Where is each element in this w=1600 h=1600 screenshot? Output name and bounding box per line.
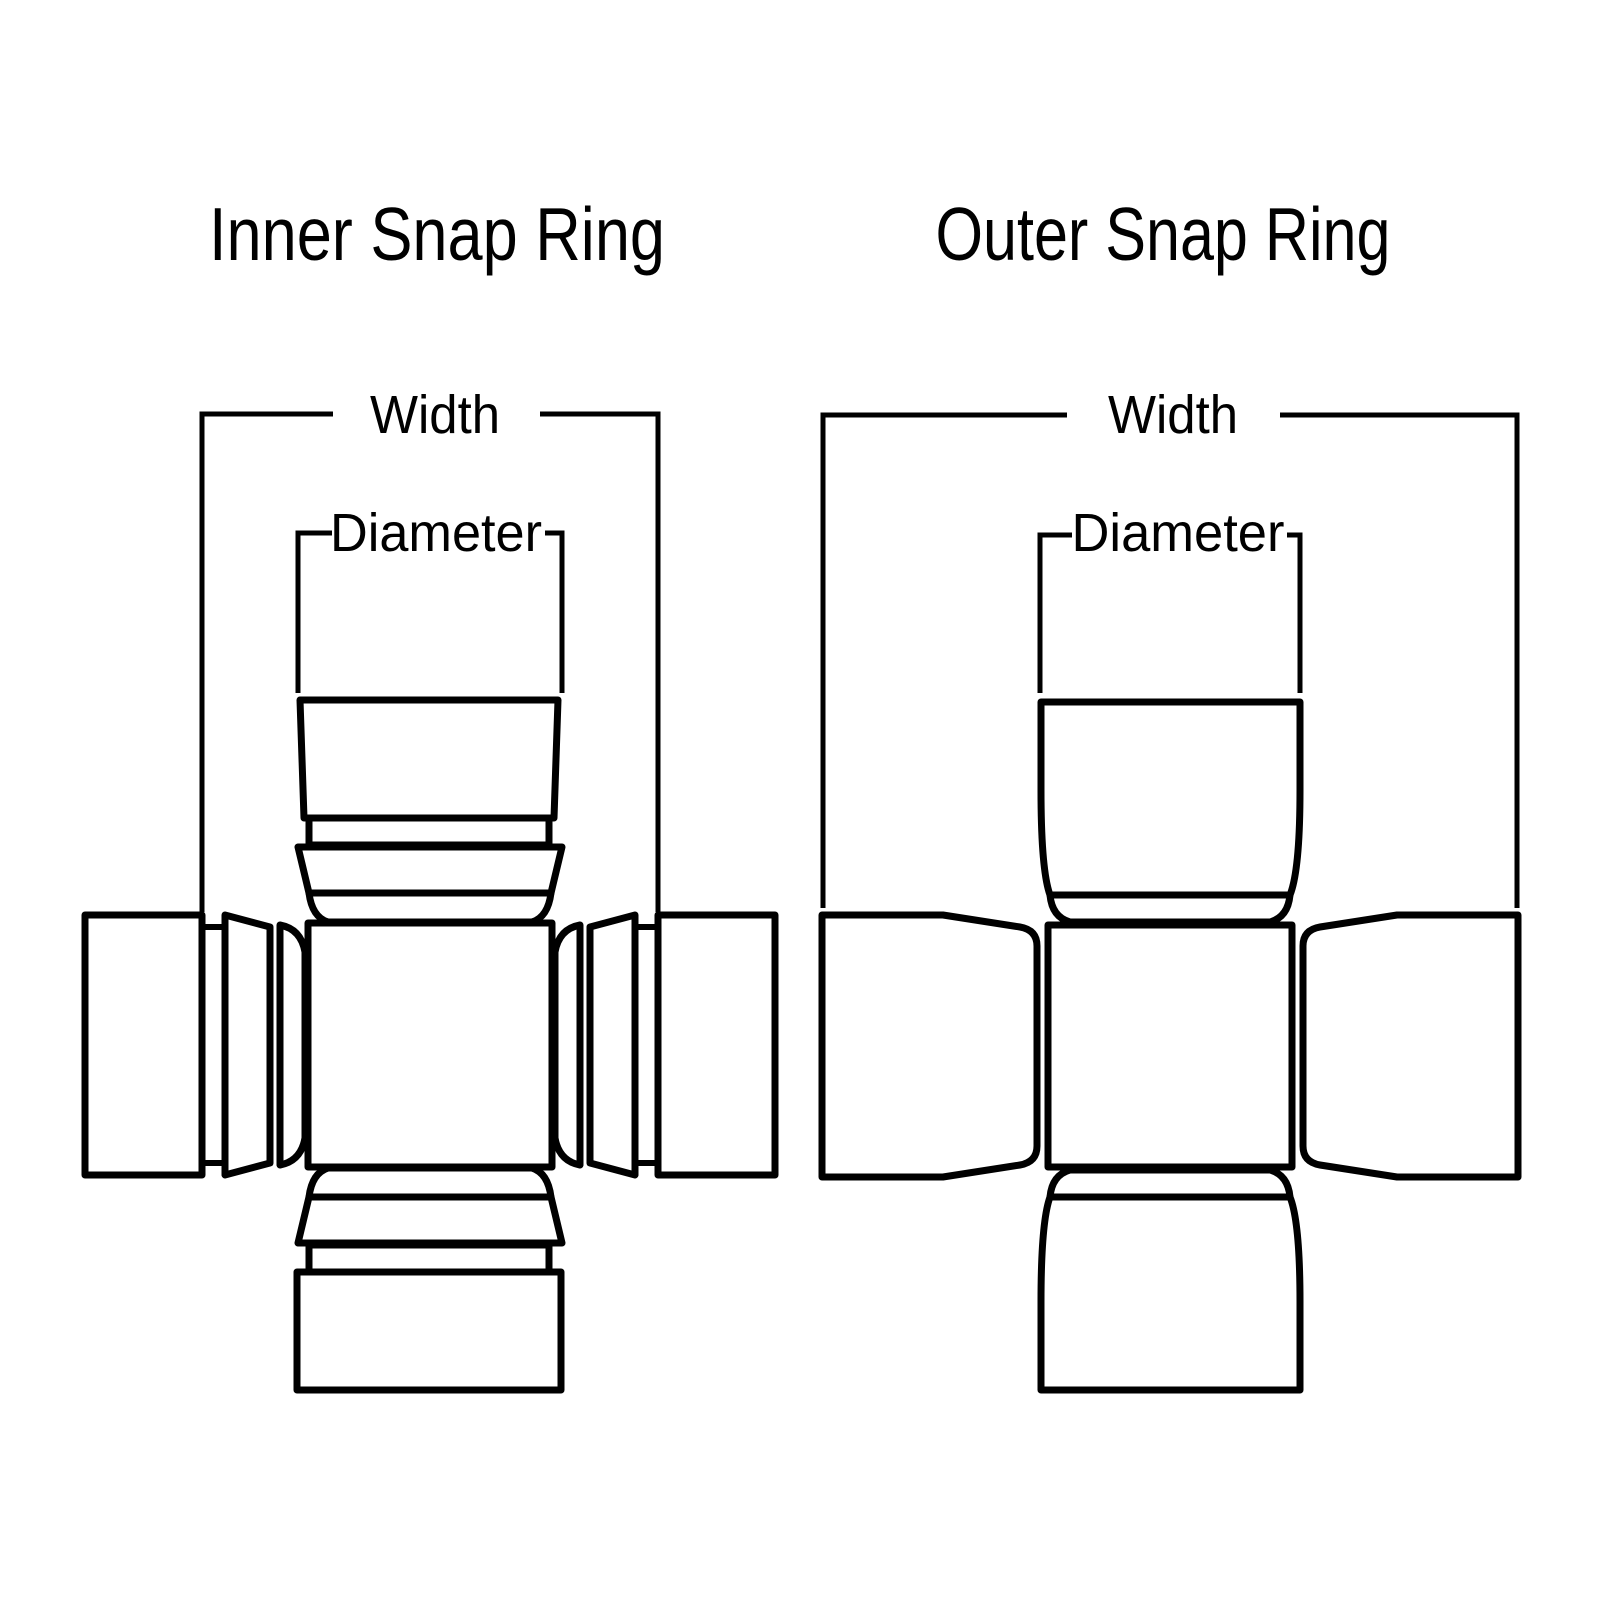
outer-right-bearing-cap xyxy=(1299,911,1522,1181)
inner-top-snap-ring-ledge xyxy=(294,843,566,897)
inner-top-cap-groove-band xyxy=(305,814,553,849)
outer-bottom-bearing-cap xyxy=(1037,1166,1304,1394)
outer-bottom-cap-flare xyxy=(1046,1166,1294,1201)
outer-snap-ring-diagram: Width Diameter Outer Snap Ring xyxy=(818,192,1522,1394)
inner-width-label: Width xyxy=(370,385,500,445)
inner-bottom-cap-body xyxy=(293,1268,565,1394)
outer-diagram-title: Outer Snap Ring xyxy=(936,192,1391,276)
outer-center-body xyxy=(1044,921,1296,1171)
inner-width-bracket xyxy=(199,411,661,912)
inner-diameter-bracket xyxy=(295,530,565,693)
inner-top-bearing-cap xyxy=(294,696,566,926)
inner-left-cap-flare xyxy=(276,921,309,1169)
inner-bottom-snap-ring-ledge xyxy=(294,1193,566,1247)
inner-left-cap-body xyxy=(81,911,206,1179)
inner-left-cap-groove-band xyxy=(221,911,274,1179)
inner-bottom-cap-flare xyxy=(305,1164,555,1201)
inner-bottom-bearing-cap xyxy=(293,1164,566,1394)
inner-left-bearing-cap xyxy=(81,911,309,1179)
inner-top-cap-flare xyxy=(305,889,555,926)
inner-right-cap-body xyxy=(654,911,779,1179)
outer-width-bracket xyxy=(820,412,1520,908)
outer-bottom-cap-body xyxy=(1037,1193,1304,1394)
inner-center-body xyxy=(304,919,556,1171)
outer-left-bearing-cap xyxy=(818,911,1041,1181)
inner-right-cap-flare xyxy=(551,921,584,1169)
inner-snap-ring-diagram: Width Diameter Inner Snap Ring xyxy=(81,192,779,1394)
inner-bottom-cap-groove-band xyxy=(305,1241,553,1276)
inner-top-cap-body xyxy=(296,696,562,822)
outer-diameter-bracket xyxy=(1037,532,1303,693)
inner-left-cap-step-lines xyxy=(199,924,228,1166)
inner-diagram-title: Inner Snap Ring xyxy=(209,192,665,276)
outer-top-cap-body xyxy=(1037,698,1304,899)
inner-right-cap-groove-band xyxy=(586,911,639,1179)
outer-diameter-label: Diameter xyxy=(1072,503,1285,563)
outer-top-bearing-cap xyxy=(1037,698,1304,926)
inner-diameter-label: Diameter xyxy=(330,503,542,563)
inner-right-bearing-cap xyxy=(551,911,779,1179)
inner-right-cap-step-lines xyxy=(632,924,661,1166)
outer-width-label: Width xyxy=(1108,385,1238,445)
outer-top-cap-flare xyxy=(1046,891,1294,926)
